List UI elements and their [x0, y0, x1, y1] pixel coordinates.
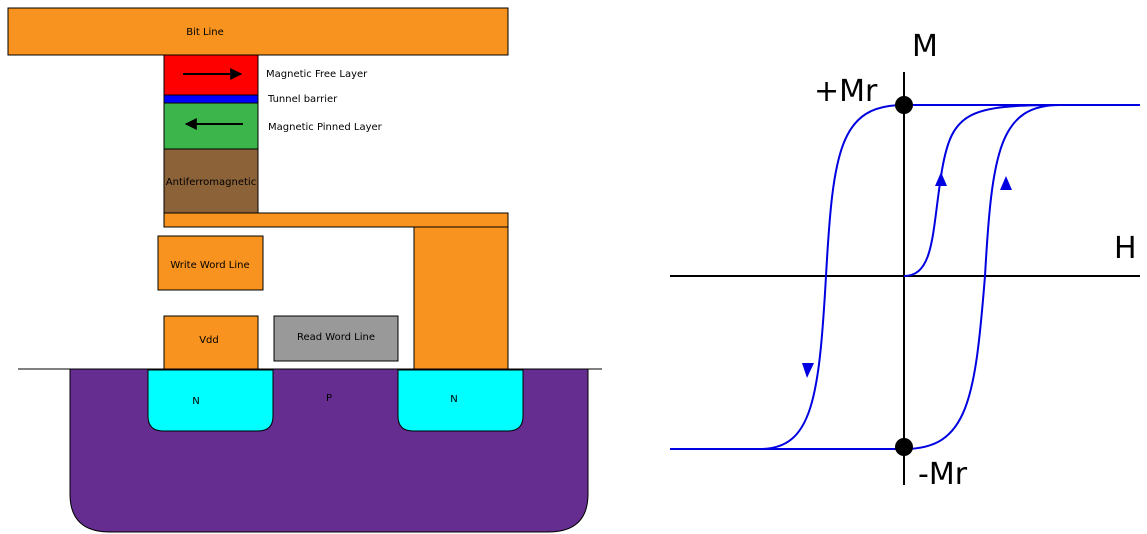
- bottom-electrode: [163, 212, 509, 228]
- bit-line: [7, 7, 509, 56]
- n-right-label: N: [450, 394, 457, 405]
- read-word-line: [273, 315, 399, 362]
- p-label: P: [326, 393, 332, 404]
- n-left-label: N: [192, 396, 199, 407]
- mram-cell-diagram: N P N Bit Line Antiferromagnetic Magneti…: [7, 7, 602, 533]
- down-arrow-icon: [802, 363, 814, 378]
- initial-magnetization-curve: [903, 104, 1061, 277]
- antiferromagnetic-label: Antiferromagnetic: [166, 177, 256, 188]
- pinned-layer-label: Magnetic Pinned Layer: [268, 122, 383, 133]
- plus-mr-label: +Mr: [814, 74, 878, 109]
- read-word-line-label: Read Word Line: [297, 332, 375, 343]
- write-word-line: [157, 235, 264, 291]
- hysteresis-loop-diagram: M H +Mr -Mr: [670, 29, 1140, 492]
- magnetic-pinned-layer: [163, 102, 259, 150]
- n-well-right: [397, 369, 524, 432]
- n-well-left: [147, 369, 274, 432]
- bit-line-label: Bit Line: [186, 27, 224, 38]
- vdd-label: Vdd: [199, 335, 219, 346]
- antiferromagnetic-layer: [163, 148, 259, 214]
- minus-mr-label: -Mr: [918, 457, 968, 492]
- via-to-drain: [413, 226, 509, 370]
- up-arrow-icon-inner: [935, 172, 947, 186]
- h-axis-label: H: [1114, 231, 1137, 266]
- plus-mr-point: [895, 96, 913, 114]
- free-layer-label: Magnetic Free Layer: [266, 69, 368, 80]
- tunnel-barrier: [163, 94, 259, 104]
- up-arrow-icon-outer: [1000, 176, 1012, 190]
- minus-mr-point: [895, 438, 913, 456]
- ascending-branch: [670, 104, 1140, 450]
- vdd-contact: [163, 315, 259, 370]
- tunnel-barrier-label: Tunnel barrier: [267, 94, 338, 105]
- write-word-line-label: Write Word Line: [170, 260, 249, 271]
- m-axis-label: M: [912, 29, 938, 64]
- descending-branch: [670, 104, 1140, 450]
